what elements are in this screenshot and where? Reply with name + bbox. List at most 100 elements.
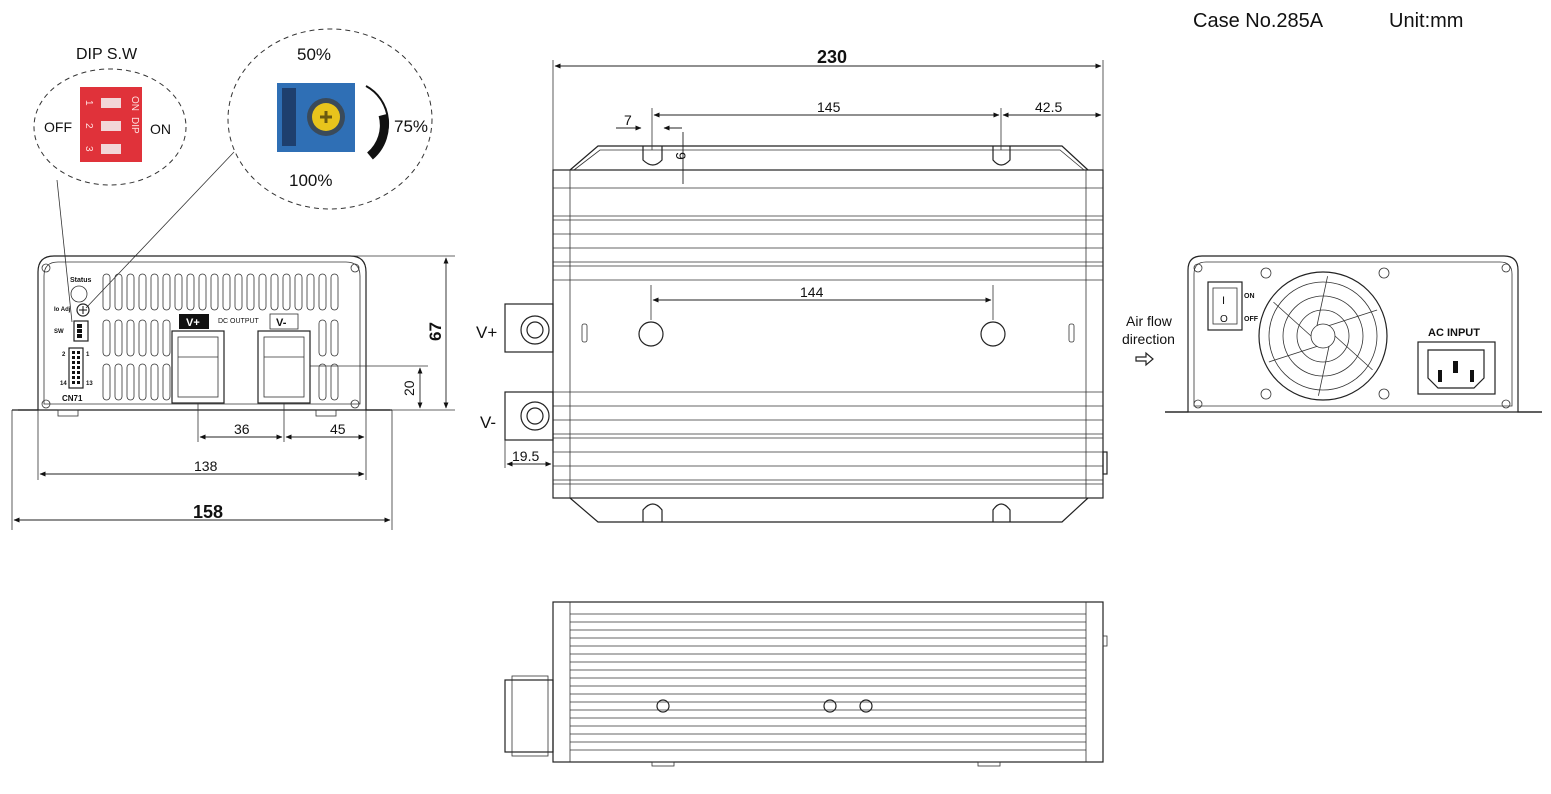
front-foot-2: [315, 409, 337, 417]
vent-slot: [330, 273, 339, 311]
vent-slot: [162, 319, 171, 357]
top-hole-left: [638, 321, 664, 347]
rear-on-label: ON: [1244, 293, 1255, 300]
rear-ac-pin-e: [1453, 361, 1458, 373]
vent-slot: [210, 273, 219, 311]
pot-cross-slot: [320, 111, 332, 123]
top-hole-right: [980, 321, 1006, 347]
cn71-pin: [72, 376, 75, 379]
top-vminus-terminal-block: [504, 391, 554, 441]
top-flange-top: [569, 145, 1089, 171]
rear-screw-tr: [1501, 263, 1511, 273]
side-view: [504, 601, 1108, 767]
cn71-pin: [77, 381, 80, 384]
front-pin14-label: 14: [60, 381, 67, 387]
front-vplus-inner: [177, 336, 219, 398]
vent-slot: [174, 273, 183, 311]
potentiometer-callout: 50% 75% 100%: [85, 28, 433, 309]
vent-slot: [138, 363, 147, 401]
top-body: [552, 169, 1104, 499]
cn71-pin: [72, 366, 75, 369]
dip-off-label: OFF: [44, 119, 72, 135]
front-dip-t3: [77, 334, 82, 338]
side-body: [552, 601, 1104, 763]
vent-slot: [258, 273, 267, 311]
dip-leader-line: [56, 179, 73, 323]
top-flange-bottom: [569, 497, 1089, 523]
front-cn71-connector: [68, 347, 84, 389]
rear-ac-inlet-socket: [1427, 349, 1485, 389]
rear-screw-br: [1501, 399, 1511, 409]
front-foot-1: [57, 409, 79, 417]
front-status-label: Status: [70, 277, 92, 284]
rear-power-switch: [1207, 281, 1243, 331]
front-dip-t1: [77, 324, 82, 328]
top-slot-mark-l: [581, 323, 588, 343]
vent-slot: [126, 319, 135, 357]
front-pin1-label: 1: [86, 352, 90, 358]
rear-screw-bl: [1193, 399, 1203, 409]
dim-138-text: 138: [194, 458, 218, 474]
side-foot-1: [651, 761, 675, 767]
rear-ac-inlet: [1417, 341, 1496, 395]
vent-slot: [150, 363, 159, 401]
rear-fan-guard: [1258, 271, 1388, 401]
vent-slot: [162, 273, 171, 311]
dim-9-text: 9: [673, 152, 689, 160]
dip-dip-mark: DIP: [129, 117, 140, 134]
cn71-pin: [77, 371, 80, 374]
rear-fan-screw-bl: [1260, 388, 1272, 400]
cn71-pin: [77, 356, 80, 359]
rear-switch-i: I: [1222, 295, 1225, 307]
vent-slot: [270, 273, 279, 311]
top-slot-left: [642, 146, 663, 166]
fan-spoke: [1328, 309, 1378, 326]
top-side-tab: [1102, 451, 1108, 475]
rear-fan-screw-tr: [1378, 267, 1390, 279]
fan-spoke: [1273, 301, 1312, 337]
front-view: V+ V- DC OUTPUT Status Io Adj SW 2 1 14 …: [11, 255, 455, 530]
front-status-led: [70, 285, 88, 303]
cn71-pin: [72, 351, 75, 354]
cn71-pin: [77, 361, 80, 364]
side-screw-1: [656, 699, 670, 713]
dim-145-text: 145: [817, 99, 841, 115]
rear-view: I O ON OFF AC INPUT Air flow direction: [1122, 255, 1542, 413]
vent-slot: [234, 273, 243, 311]
rear-ac-input-label: AC INPUT: [1428, 327, 1480, 339]
vent-slot: [318, 273, 327, 311]
top-vminus-bolt-inner: [526, 407, 544, 425]
dip-title: DIP S.W: [76, 46, 138, 63]
dim-45-text: 45: [330, 421, 346, 437]
vent-slot: [246, 273, 255, 311]
front-vent-slots: [102, 273, 339, 401]
case-number: Case No.285A: [1193, 10, 1324, 32]
cn71-pin: [72, 371, 75, 374]
dim-42-5-text: 42.5: [1035, 99, 1062, 115]
cn71-pin: [72, 356, 75, 359]
vent-slot: [162, 363, 171, 401]
front-sw-label: SW: [54, 329, 64, 335]
rear-screw-tl: [1193, 263, 1203, 273]
top-slot-bl: [642, 503, 663, 522]
unit-label: Unit:mm: [1389, 10, 1463, 32]
dim-67-text: 67: [426, 322, 445, 341]
front-vminus-tag: [269, 313, 299, 330]
vent-slot: [150, 319, 159, 357]
top-slot-mark-r: [1068, 323, 1075, 343]
dip-toggle-3: [101, 144, 121, 154]
dim-158-text: 158: [193, 502, 223, 522]
vent-slot: [330, 319, 339, 357]
rear-ac-pin-l: [1438, 370, 1442, 382]
dip-toggle-1: [101, 98, 121, 108]
fan-spoke: [1334, 335, 1373, 371]
front-housing-outline: [18, 255, 390, 411]
vent-slot: [102, 319, 111, 357]
front-io-adj-cross: [79, 306, 87, 314]
front-pin2-label: 2: [62, 352, 66, 358]
fan-ring: [1268, 281, 1378, 391]
title-block: Case No.285A Unit:mm: [1193, 10, 1463, 32]
vent-slot: [330, 363, 339, 401]
dip-num-1: 1: [83, 100, 94, 106]
dim-7-text: 7: [624, 112, 632, 128]
